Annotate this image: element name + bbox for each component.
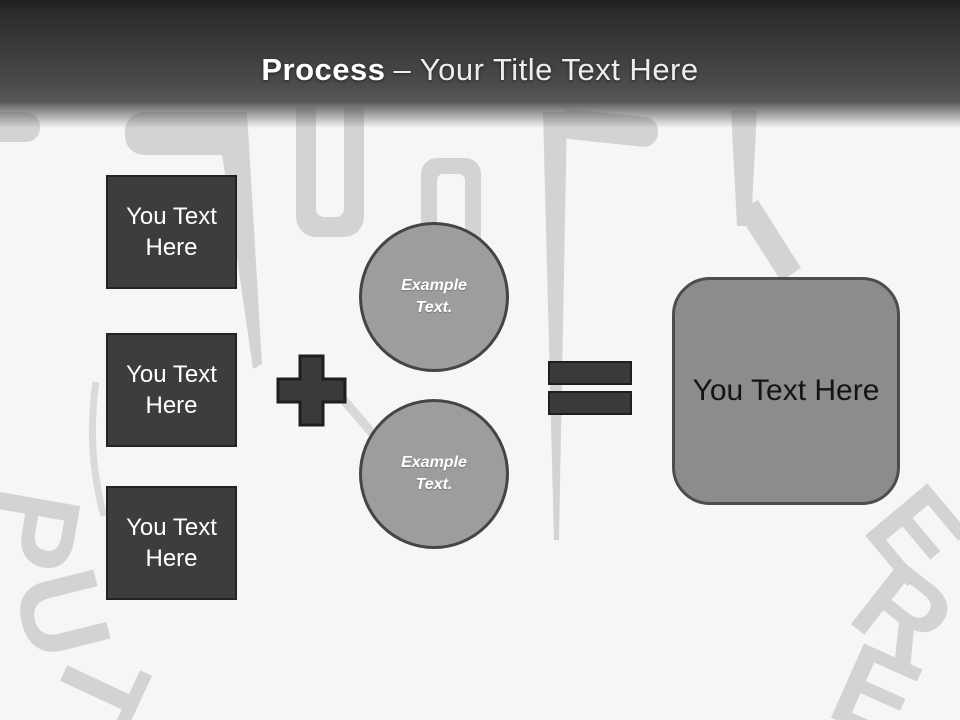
step-box-2: You Text Here — [106, 333, 237, 447]
slide-title: Process– Your Title Text Here — [0, 52, 960, 88]
result-box: You Text Here — [672, 277, 900, 505]
title-emphasis: Process — [261, 52, 386, 87]
step-box-3: You Text Here — [106, 486, 237, 600]
equals-icon-bottom-bar — [548, 391, 632, 415]
example-circle-1-label: Example Text. — [401, 277, 467, 316]
step-box-1-label: You Text Here — [126, 203, 217, 261]
title-rest: – Your Title Text Here — [393, 52, 699, 87]
watermark-fragment-k-leg — [737, 200, 801, 281]
step-box-1: You Text Here — [106, 175, 237, 289]
step-box-2-label: You Text Here — [126, 361, 217, 419]
watermark-fragment-k — [731, 110, 757, 226]
header-band — [0, 0, 960, 128]
step-box-3-label: You Text Here — [126, 514, 217, 572]
equals-icon-top-bar — [548, 361, 632, 385]
example-circle-2: Example Text. — [359, 399, 509, 549]
example-circle-2-label: Example Text. — [401, 454, 467, 493]
watermark-stroke — [88, 381, 108, 517]
example-circle-1: Example Text. — [359, 222, 509, 372]
result-box-label: You Text Here — [692, 374, 880, 407]
watermark-fragment-u — [296, 108, 364, 237]
watermark-fragment-spike — [543, 112, 567, 540]
